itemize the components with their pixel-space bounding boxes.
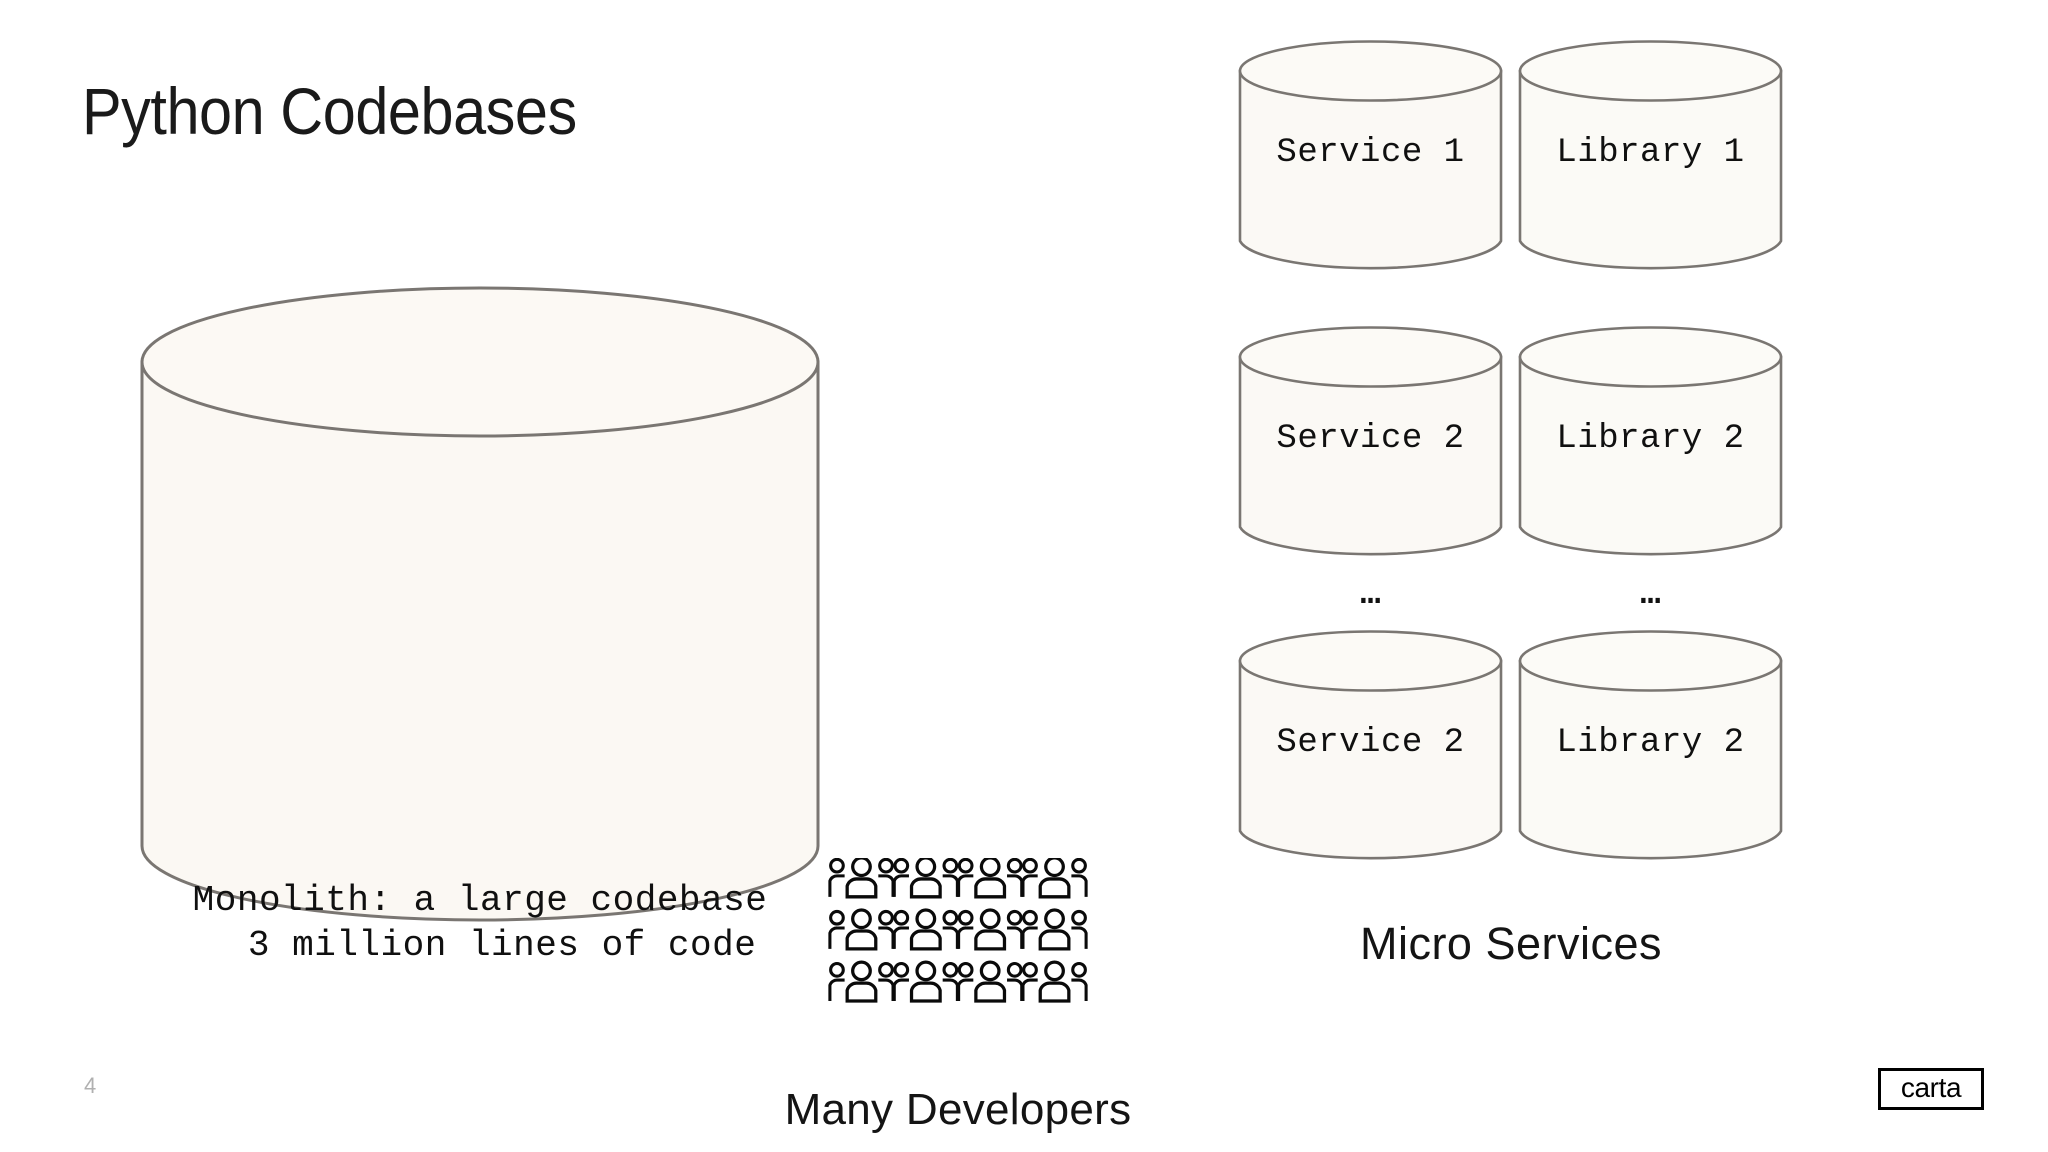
library-cylinder-1: Library 1	[1518, 40, 1783, 272]
page-title: Python Codebases	[82, 74, 577, 148]
cylinder-shape	[1518, 40, 1783, 270]
library-column-ellipsis: …	[1640, 576, 1661, 614]
carta-logo: carta	[1878, 1068, 1984, 1110]
library-cylinder-2: Library 2	[1518, 326, 1783, 558]
monolith-cylinder-shape	[140, 286, 820, 922]
service-cylinder-3: Service 2	[1238, 630, 1503, 862]
cylinder-shape	[1238, 40, 1503, 270]
page-number: 4	[84, 1073, 97, 1098]
carta-logo-text: carta	[1900, 1072, 1962, 1103]
service-cylinder-2: Service 2	[1238, 326, 1503, 558]
service-cylinder-1: Service 1	[1238, 40, 1503, 272]
cylinder-shape	[1518, 326, 1783, 556]
crowd-icon-shape	[828, 858, 1088, 1003]
micro-services-caption: Micro Services	[1359, 918, 1663, 969]
many-developers-caption: Many Developers	[784, 1085, 1132, 1134]
crowd-of-people-icon	[828, 858, 1088, 1048]
cylinder-shape	[1238, 326, 1503, 556]
library-cylinder-3: Library 2	[1518, 630, 1783, 862]
service-column-ellipsis: …	[1360, 576, 1381, 614]
monolith-cylinder: Monolith: a large codebase 3 million lin…	[140, 286, 820, 966]
cylinder-shape	[1518, 630, 1783, 860]
cylinder-shape	[1238, 630, 1503, 860]
